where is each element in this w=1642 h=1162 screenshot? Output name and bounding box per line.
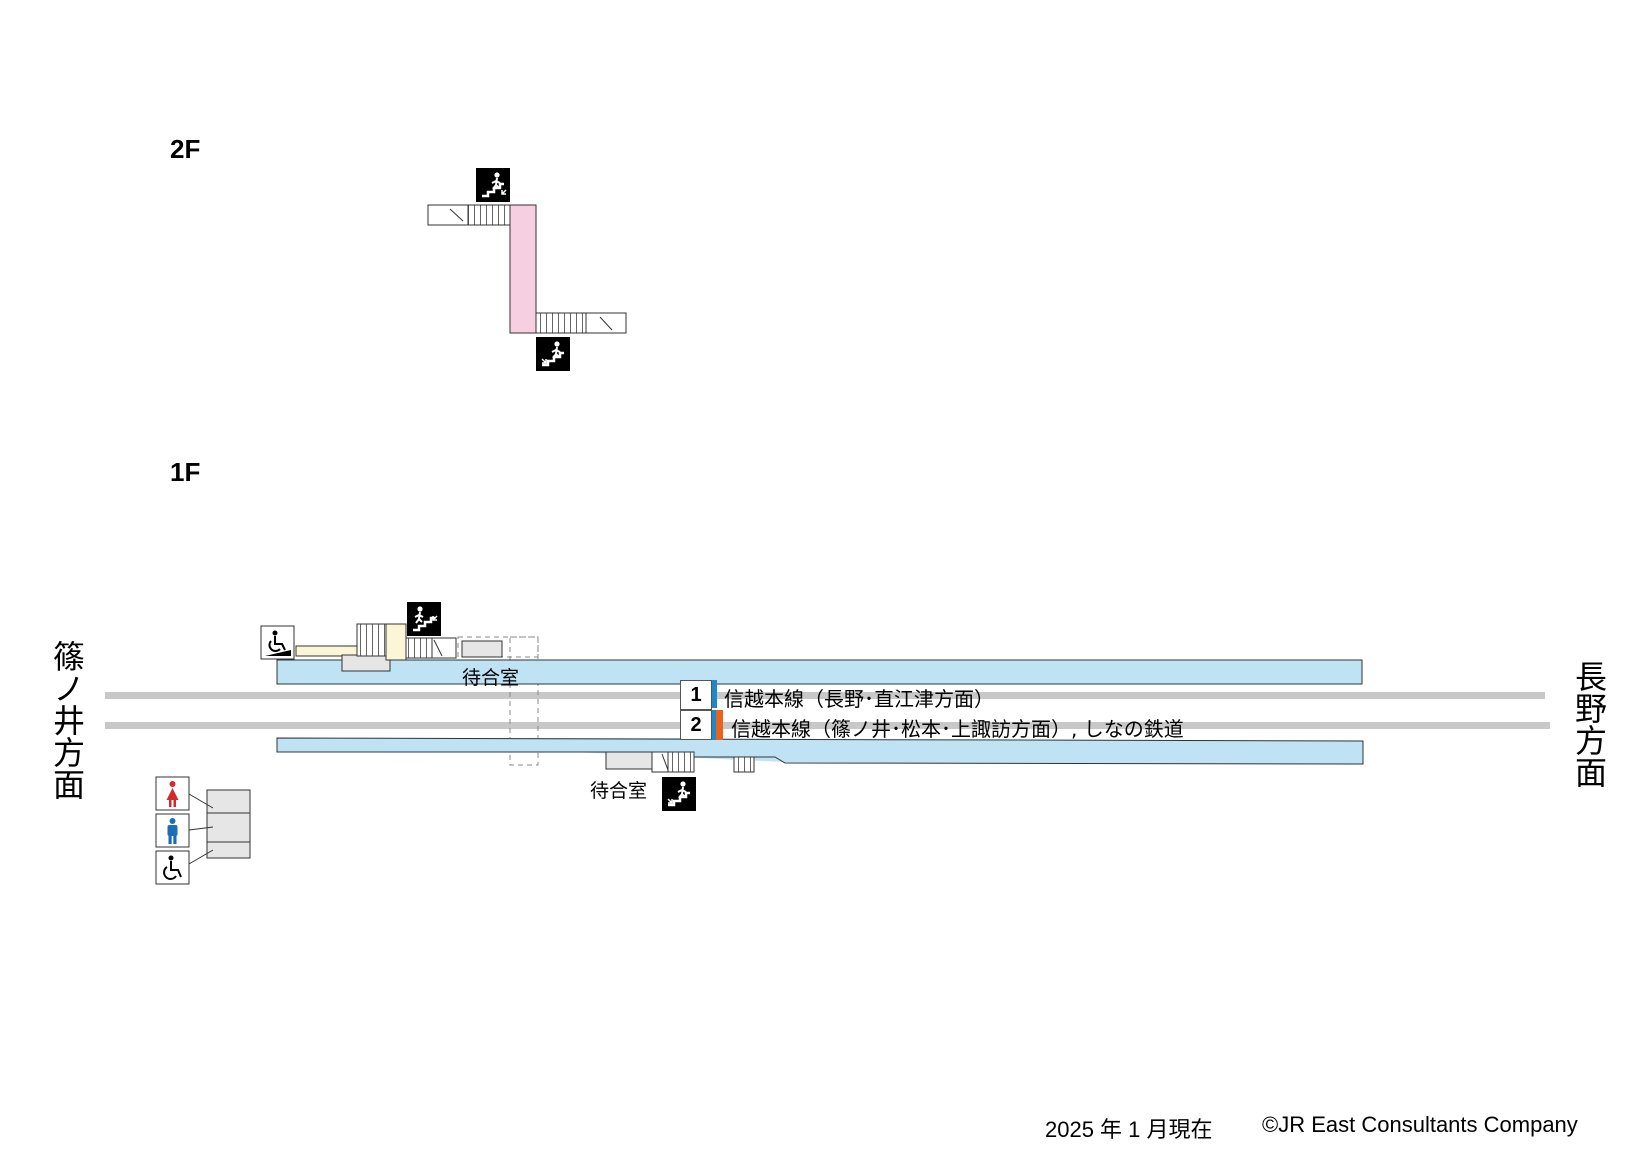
track-number-2: 2 (680, 710, 712, 740)
waiting-room-label-north: 待合室 (462, 667, 520, 689)
wheelchair-slope-icon (260, 625, 295, 660)
track-2-color-bar-b (716, 710, 723, 740)
north-stairs-b-landing (431, 637, 457, 659)
concourse-corridor (509, 204, 537, 334)
track-1-color-bar (710, 680, 717, 708)
south-stairs-small (733, 756, 755, 773)
accessible-restroom-icon (155, 850, 190, 885)
track-2-rail (105, 722, 1550, 729)
stairs-up-icon (536, 337, 570, 371)
stairs-down-icon (476, 168, 510, 202)
floor-label-2f: 2F (170, 134, 201, 164)
track-1-rail (105, 692, 1545, 699)
mens-restroom-icon (155, 813, 190, 848)
track-2-color-bar-a (710, 710, 716, 740)
footer-copyright: ©JR East Consultants Company (1262, 1112, 1578, 1137)
waiting-room-label-south: 待合室 (590, 780, 648, 802)
stairs-down-icon (662, 777, 696, 811)
north-waiting-room (461, 640, 503, 658)
south-waiting-room (605, 751, 653, 770)
restroom-building (206, 789, 251, 859)
north-ramp-up (385, 623, 407, 661)
upper-stairs-west-landing (427, 204, 469, 226)
stairs-up-icon (407, 602, 441, 636)
platform-north (276, 659, 1363, 685)
womens-restroom-icon (155, 776, 190, 811)
floor-label-1f: 1F (170, 457, 201, 487)
north-building-a (341, 654, 391, 672)
track-1-line-label: 信越本線（長野･直江津方面） (724, 687, 994, 711)
direction-label-east: 長野方面 (1570, 660, 1608, 788)
footer-date: 2025 年 1 月現在 (1045, 1117, 1213, 1142)
track-number-1: 1 (680, 680, 712, 710)
south-stairs-landing (651, 751, 669, 773)
north-stairs-a (356, 623, 388, 657)
restroom-block (188, 789, 251, 865)
upper-floor-concourse (427, 204, 627, 334)
track-2-line-label: 信越本線（篠ノ井･松本･上諏訪方面）, しなの鉄道 (731, 717, 1184, 741)
direction-label-west: 篠ノ井方面 (48, 640, 86, 800)
